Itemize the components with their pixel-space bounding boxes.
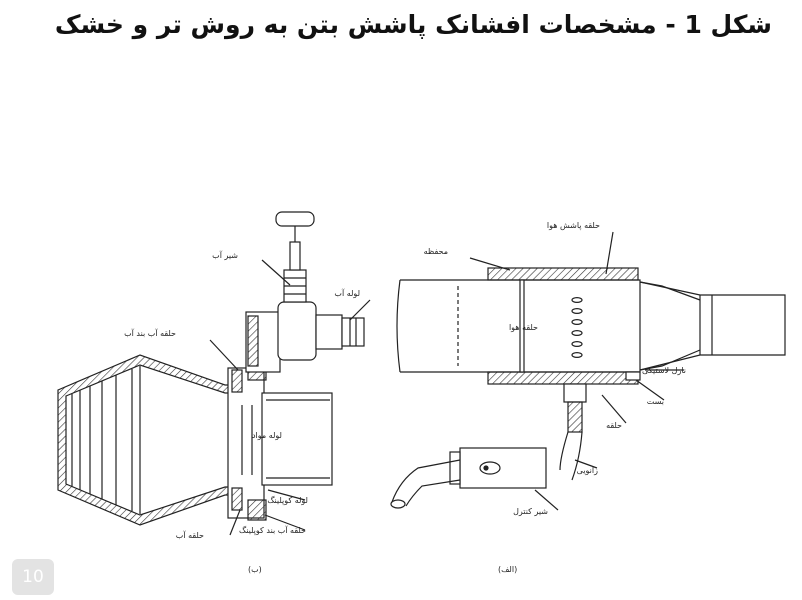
label-material-pipe: لوله مواد: [252, 431, 282, 440]
label-clamp: بست: [647, 397, 664, 406]
dry-nozzle-drawing: [390, 231, 786, 511]
caption-left-figure: (ب): [248, 565, 262, 574]
label-water-ring: حلقه آب: [176, 530, 204, 540]
label-coupling-pipe: لوله کوپلینگ: [267, 495, 308, 505]
figure-title: شکل 1 - مشخصات افشانک پاشش بتن به روش تر…: [54, 10, 772, 39]
label-water-pipe: لوله آب: [334, 288, 360, 298]
caption-right-figure: (الف): [498, 565, 517, 574]
label-rubber-nozzle: نازل لاستیکی: [642, 366, 686, 375]
label-control-valve: شیر کنترل: [513, 507, 548, 516]
label-water-seal-ring: حلقه آب بند آب: [124, 328, 176, 338]
label-elbow: زانویی: [577, 466, 598, 475]
wet-nozzle-drawing: [57, 211, 371, 536]
label-air-ring: حلقه هوا: [509, 323, 538, 332]
label-coupling-seal-ring: حلقه آب بند کوپلینگ: [239, 525, 306, 535]
label-ring: حلقه: [606, 421, 622, 430]
page-number-badge: 10: [12, 559, 54, 595]
nozzle-diagram: شیر آب لوله آب حلقه آب بند آب لوله مواد …: [0, 190, 802, 590]
label-air-spray-ring: حلقه پاشش هوا: [547, 221, 600, 230]
label-water-valve: شیر آب: [212, 250, 238, 260]
label-housing: محفظه: [424, 247, 448, 256]
